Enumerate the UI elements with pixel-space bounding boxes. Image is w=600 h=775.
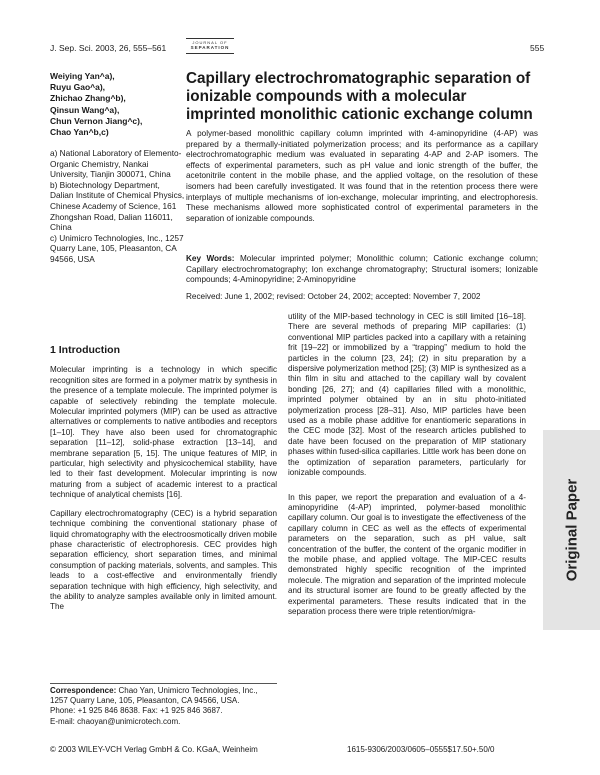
- journal-logo: JOURNAL OF SEPARATION: [186, 38, 234, 54]
- keywords-text: Molecular imprinted polymer; Monolithic …: [186, 254, 538, 285]
- author: Weiying Yan^a),: [50, 71, 115, 81]
- affiliation: b) Biotechnology Department, Dalian Inst…: [50, 179, 185, 233]
- body-paragraph: Capillary electrochromatography (CEC) is…: [50, 508, 277, 612]
- author: Zhichao Zhang^b),: [50, 93, 126, 104]
- footer-issn: 1615-9306/2003/0605–0555$17.50+.50/0: [347, 745, 495, 754]
- left-column: 1 Introduction Molecular imprinting is a…: [50, 345, 277, 621]
- correspondence: Correspondence: Chao Yan, Unimicro Techn…: [50, 686, 277, 727]
- article-type-tab: Original Paper: [543, 430, 600, 630]
- body-paragraph: Molecular imprinting is a technology in …: [50, 365, 277, 500]
- article-type-label: Original Paper: [563, 478, 580, 582]
- keywords-label: Key Words:: [186, 254, 235, 263]
- page-number: 555: [530, 43, 545, 53]
- author: Chao Yan^b,c): [50, 127, 109, 138]
- right-column: utility of the MIP-based technology in C…: [288, 312, 526, 625]
- body-paragraph: utility of the MIP-based technology in C…: [288, 312, 526, 478]
- affiliation: a) National Laboratory of Elemento-Organ…: [50, 148, 182, 180]
- received-dates: Received: June 1, 2002; revised: October…: [186, 292, 481, 301]
- correspondence-email[interactable]: E-mail: chaoyan@unimicrotech.com.: [50, 716, 181, 726]
- body-paragraph: In this paper, we report the preparation…: [288, 492, 526, 616]
- correspondence-label: Correspondence:: [50, 686, 117, 695]
- affiliation-list: a) National Laboratory of Elemento-Organ…: [50, 148, 185, 265]
- journal-reference: J. Sep. Sci. 2003, 26, 555–561: [50, 43, 167, 53]
- author: Chun Vernon Jiang^c),: [50, 115, 143, 126]
- abstract: A polymer-based monolithic capillary col…: [186, 129, 538, 223]
- keywords: Key Words: Molecular imprinted polymer; …: [186, 254, 538, 286]
- correspondence-divider: [50, 683, 277, 684]
- affiliation: c) Unimicro Technologies, Inc., 1257 Qua…: [50, 232, 184, 264]
- author: Ruyu Gao^a),: [50, 82, 106, 93]
- journal-logo-line2: SEPARATION: [190, 45, 230, 50]
- correspondence-text: Chao Yan, Unimicro Technologies, Inc., 1…: [50, 686, 258, 706]
- journal-logo-line1: JOURNAL OF: [192, 40, 228, 45]
- author: Qinsun Wang^a),: [50, 104, 120, 115]
- paper-title: Capillary electrochromatographic separat…: [186, 70, 533, 123]
- author-list: Weiying Yan^a), Ruyu Gao^a), Zhichao Zha…: [50, 71, 180, 138]
- section-heading: 1 Introduction: [50, 344, 120, 356]
- footer-copyright: © 2003 WILEY-VCH Verlag GmbH & Co. KGaA,…: [50, 745, 258, 754]
- correspondence-phone: Phone: +1 925 846 8638. Fax: +1 925 846 …: [50, 706, 223, 716]
